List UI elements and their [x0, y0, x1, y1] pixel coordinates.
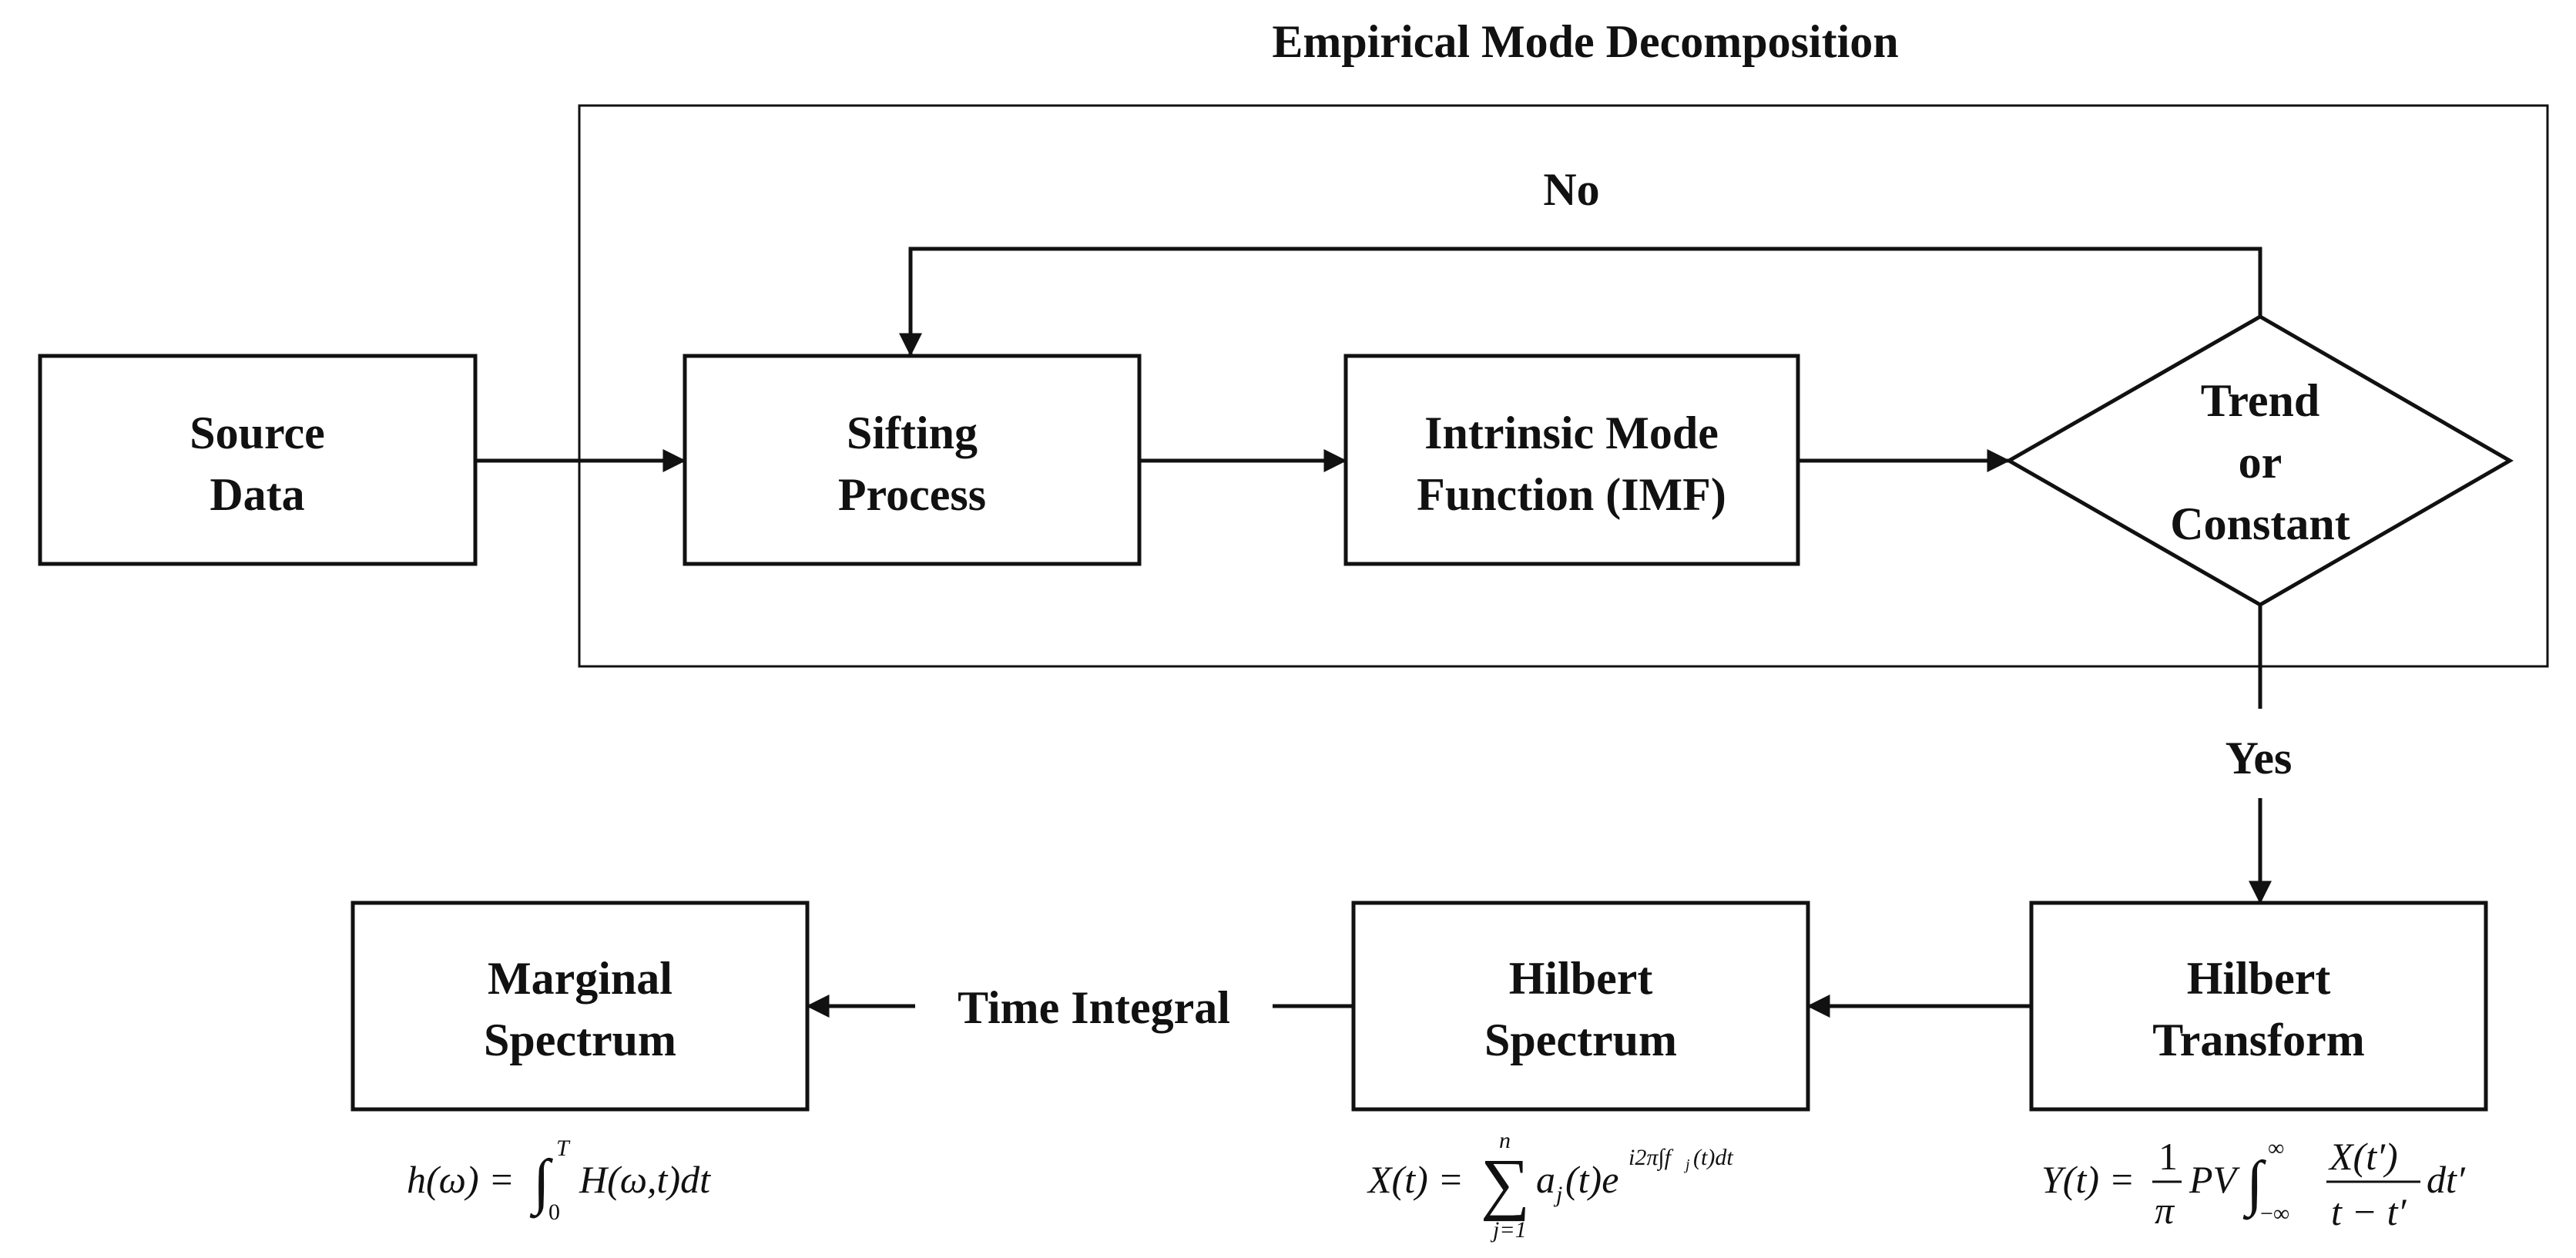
node-marginal-spectrum-line-1: Marginal — [488, 953, 673, 1004]
node-hilbert-transform: Hilbert Transform — [2029, 901, 2488, 1112]
node-imf-line-1: Intrinsic Mode — [1424, 408, 1719, 458]
node-imf: Intrinsic Mode Function (IMF) — [1343, 354, 1800, 566]
svg-text:π: π — [2155, 1189, 2175, 1232]
formula-hilbert-spectrum: X(t) = ∑ n j=1 a j (t)e i2π∫f j (t)dt — [1367, 1128, 1733, 1243]
svg-text:∫: ∫ — [529, 1148, 554, 1219]
svg-text:j: j — [1683, 1156, 1690, 1173]
node-hilbert-spectrum-line-1: Hilbert — [1509, 953, 1653, 1004]
node-hilbert-spectrum-line-2: Spectrum — [1484, 1015, 1677, 1065]
svg-text:T: T — [556, 1136, 571, 1161]
diagram-title: Empirical Mode Decomposition — [1272, 16, 1898, 67]
svg-text:j: j — [1553, 1182, 1562, 1207]
svg-text:1: 1 — [2158, 1135, 2178, 1178]
edge-label-yes: Yes — [2225, 733, 2293, 783]
connectors — [475, 247, 2272, 1018]
node-sifting-process-line-2: Process — [838, 469, 986, 520]
svg-text:PV: PV — [2189, 1158, 2241, 1201]
node-marginal-spectrum: Marginal Spectrum — [351, 901, 810, 1112]
svg-text:∞: ∞ — [2268, 1136, 2284, 1161]
svg-text:h(ω) =: h(ω) = — [407, 1158, 515, 1201]
svg-text:X(t′): X(t′) — [2328, 1135, 2398, 1178]
edge-label-no: No — [1543, 164, 1599, 215]
node-hilbert-transform-line-2: Transform — [2152, 1015, 2365, 1065]
svg-text:H(ω,t)dt: H(ω,t)dt — [579, 1158, 711, 1201]
node-decision-line-1: Trend — [2201, 375, 2319, 426]
node-decision: Trend or Constant — [2004, 314, 2514, 607]
svg-text:∫: ∫ — [2242, 1149, 2267, 1220]
svg-text:∑: ∑ — [1481, 1146, 1530, 1222]
svg-text:dt′: dt′ — [2427, 1158, 2466, 1201]
svg-text:0: 0 — [548, 1199, 560, 1225]
svg-text:−∞: −∞ — [2260, 1201, 2289, 1226]
svg-text:i2π∫f: i2π∫f — [1628, 1145, 1674, 1172]
svg-text:t − t′: t − t′ — [2331, 1190, 2407, 1233]
node-hilbert-transform-line-1: Hilbert — [2187, 953, 2331, 1004]
node-source-data-line-1: Source — [190, 408, 325, 458]
node-source-data-line-2: Data — [210, 469, 304, 520]
svg-text:n: n — [1499, 1128, 1511, 1153]
svg-text:j=1: j=1 — [1490, 1217, 1527, 1243]
edge-label-time-integral: Time Integral — [958, 982, 1230, 1033]
node-decision-line-3: Constant — [2170, 498, 2350, 549]
node-hilbert-spectrum: Hilbert Spectrum — [1351, 901, 1810, 1112]
svg-text:(t)dt: (t)dt — [1693, 1145, 1733, 1170]
svg-text:a: a — [1536, 1158, 1555, 1201]
node-marginal-spectrum-line-2: Spectrum — [484, 1015, 676, 1065]
svg-text:X(t) =: X(t) = — [1367, 1158, 1464, 1201]
formula-hilbert-transform: Y(t) = 1 π PV ∫ ∞ −∞ X(t′) t − t′ dt′ — [2041, 1135, 2466, 1233]
node-sifting-process: Sifting Process — [683, 354, 1142, 566]
svg-text:Y(t) =: Y(t) = — [2041, 1158, 2135, 1201]
node-sifting-process-line-1: Sifting — [847, 408, 978, 458]
node-imf-line-2: Function (IMF) — [1417, 469, 1726, 520]
node-decision-line-2: or — [2239, 437, 2283, 488]
emd-group-frame — [578, 104, 2549, 668]
arrow-no-loop — [899, 247, 2262, 357]
node-source-data: Source Data — [38, 354, 478, 566]
svg-text:(t)e: (t)e — [1565, 1158, 1618, 1201]
formula-marginal-spectrum: h(ω) = ∫ T 0 H(ω,t)dt — [407, 1136, 711, 1225]
